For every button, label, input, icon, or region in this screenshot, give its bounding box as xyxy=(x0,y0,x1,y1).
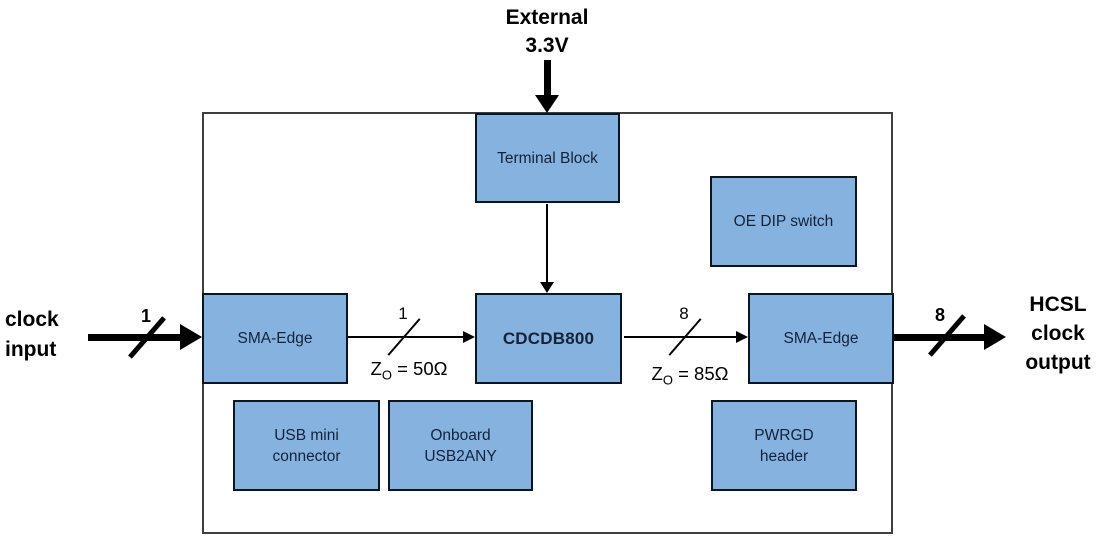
external-supply-line1: External xyxy=(505,6,589,29)
impedance-subscript: O xyxy=(662,372,673,388)
impedance-value: = 85Ω xyxy=(672,363,729,384)
onboard-usb2any-line1: Onboard xyxy=(430,426,491,444)
pwrgd-header-line1: PWRGD xyxy=(754,426,814,444)
clock-input-line1: clock xyxy=(5,308,59,331)
hcsl-output-line2: clock xyxy=(1031,322,1085,345)
terminal-block-label: Terminal Block xyxy=(497,149,598,167)
impedance-symbol: Z xyxy=(370,358,382,379)
impedance-symbol: Z xyxy=(651,363,663,384)
impedance-subscript: O xyxy=(381,367,392,383)
hcsl-output-arrowhead-icon xyxy=(984,324,1006,350)
oe-dip-switch-label: OE DIP switch xyxy=(733,213,834,230)
pwrgd-header-block: PWRGD header xyxy=(711,400,857,491)
output-trace-impedance-label: ZO = 85Ω xyxy=(620,363,760,388)
terminal-block: Terminal Block xyxy=(475,113,620,203)
input-bus-width: 1 xyxy=(398,304,408,323)
clock-input-bus-width: 1 xyxy=(140,306,151,326)
input-to-cdcdb800-line xyxy=(348,336,463,338)
onboard-usb2any-block: Onboard USB2ANY xyxy=(388,400,533,491)
onboard-usb2any-line2: USB2ANY xyxy=(424,447,497,465)
sma-edge-input-label: SMA-Edge xyxy=(237,330,313,347)
hcsl-output-label: HCSL clock output xyxy=(1008,290,1100,377)
usb-mini-connector-line1: USB mini xyxy=(274,426,339,444)
external-supply-label: External 3.3V xyxy=(477,4,617,60)
oe-dip-switch-block: OE DIP switch xyxy=(710,176,857,267)
sma-edge-input-block: SMA-Edge xyxy=(202,293,348,384)
pwrgd-header-line2: header xyxy=(759,447,809,465)
terminal-to-cdcdb800-line xyxy=(546,204,548,283)
sma-edge-output-block: SMA-Edge xyxy=(748,293,894,384)
external-supply-arrow-stem xyxy=(544,60,551,96)
external-supply-line2: 3.3V xyxy=(525,34,569,57)
hcsl-output-line3: output xyxy=(1025,351,1091,374)
hcsl-output-bus-width: 8 xyxy=(934,305,945,325)
clock-input-arrow-stem xyxy=(88,334,182,341)
impedance-value: = 50Ω xyxy=(391,358,448,379)
hcsl-output-arrow-stem xyxy=(894,334,984,341)
terminal-to-cdcdb800-arrowhead-icon xyxy=(540,282,554,293)
input-trace-impedance-label: ZO = 50Ω xyxy=(339,358,479,383)
clock-input-label: clock input xyxy=(5,305,59,365)
usb-mini-connector-line2: connector xyxy=(272,447,341,465)
usb-mini-connector-block: USB mini connector xyxy=(233,400,380,491)
cdcdb800-block: CDCDB800 xyxy=(475,293,622,384)
clock-input-arrowhead-icon xyxy=(180,324,202,350)
input-to-cdcdb800-arrowhead-icon xyxy=(463,331,475,343)
external-supply-arrowhead-icon xyxy=(535,95,559,113)
hcsl-output-line1: HCSL xyxy=(1029,293,1087,316)
clock-input-line2: input xyxy=(5,338,57,361)
cdcdb800-to-output-line xyxy=(624,336,736,338)
output-bus-width: 8 xyxy=(679,304,689,323)
cdcdb800-to-output-arrowhead-icon xyxy=(736,331,748,343)
sma-edge-output-label: SMA-Edge xyxy=(783,330,859,347)
cdcdb800-label: CDCDB800 xyxy=(502,329,595,348)
